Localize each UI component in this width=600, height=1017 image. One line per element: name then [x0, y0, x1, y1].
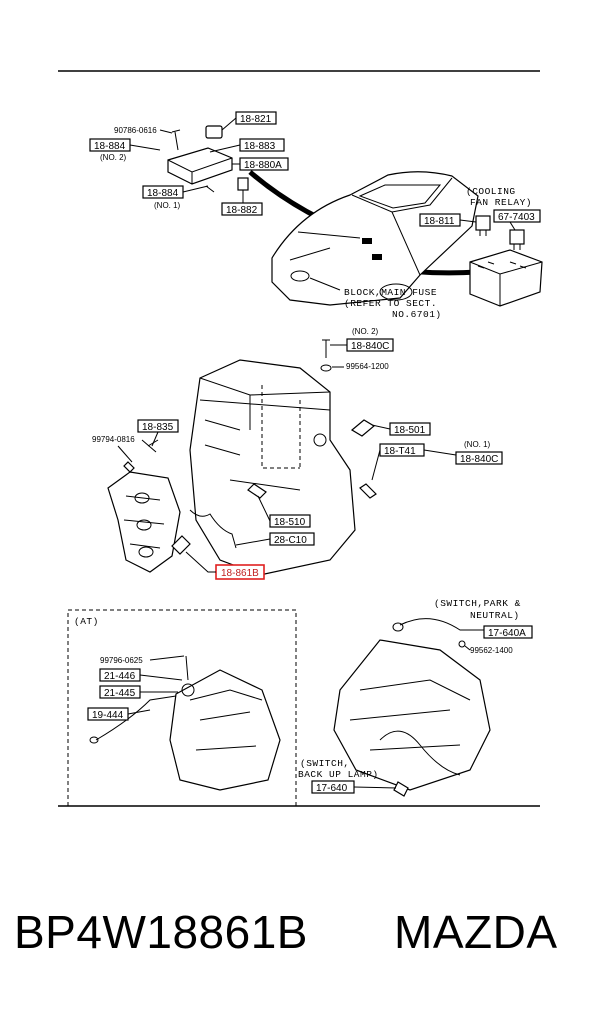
- part-box-18-840C-no1[interactable]: (NO. 1) 18-840C: [371, 440, 503, 481]
- part-box-18-884-no2[interactable]: 18-884 (NO. 2): [89, 138, 161, 162]
- backup-lamp-switch-caption: (SWITCH, BACK UP LAMP): [298, 758, 379, 780]
- label-90786-0616: 90786-0616: [114, 126, 173, 135]
- svg-text:(NO. 1): (NO. 1): [464, 440, 491, 449]
- svg-text:(COOLING: (COOLING: [466, 186, 516, 197]
- part-box-18-501[interactable]: 18-501: [371, 422, 431, 436]
- svg-text:99564-1200: 99564-1200: [346, 362, 389, 371]
- svg-text:(NO. 1): (NO. 1): [154, 201, 181, 210]
- automatic-transaxle-illustration: [89, 655, 281, 791]
- svg-text:18-821: 18-821: [240, 114, 272, 125]
- svg-text:18-510: 18-510: [274, 517, 306, 528]
- relay-parts: [475, 215, 525, 250]
- at-caption: (AT): [74, 616, 99, 627]
- svg-text:17-640A: 17-640A: [488, 628, 526, 639]
- svg-text:18-882: 18-882: [226, 205, 258, 216]
- part-box-19-444[interactable]: 19-444: [87, 707, 151, 721]
- manual-transaxle-illustration: [333, 618, 491, 797]
- part-box-18-884-no1[interactable]: 18-884 (NO. 1): [142, 185, 209, 210]
- svg-text:21-446: 21-446: [104, 671, 136, 682]
- svg-text:90786-0616: 90786-0616: [114, 126, 157, 135]
- svg-text:99562-1400: 99562-1400: [470, 646, 513, 655]
- part-box-18-835[interactable]: 18-835: [137, 419, 179, 447]
- label-99562-1400: 99562-1400: [464, 645, 513, 655]
- part-box-28-C10[interactable]: 28-C10: [235, 532, 315, 546]
- part-box-18-T41[interactable]: 18-T41: [379, 443, 457, 457]
- svg-text:18-811: 18-811: [424, 216, 455, 227]
- svg-text:19-444: 19-444: [92, 710, 124, 721]
- svg-text:18-884: 18-884: [147, 188, 179, 199]
- svg-text:17-640: 17-640: [316, 783, 348, 794]
- label-99564-1200: 99564-1200: [332, 362, 389, 371]
- part-box-18-882[interactable]: 18-882: [221, 190, 263, 216]
- svg-text:99794-0816: 99794-0816: [92, 435, 135, 444]
- svg-text:(NO. 2): (NO. 2): [100, 153, 127, 162]
- cooling-fan-relay-caption: (COOLING FAN RELAY): [466, 186, 532, 208]
- svg-text:18-T41: 18-T41: [384, 446, 416, 457]
- part-box-17-640A[interactable]: 17-640A: [483, 625, 533, 639]
- label-99794-0816: 99794-0816: [92, 435, 135, 473]
- svg-text:67-7403: 67-7403: [498, 212, 535, 223]
- part-box-18-880A[interactable]: 18-880A: [232, 157, 289, 171]
- footer-brand: MAZDA: [394, 906, 558, 958]
- svg-text:(REFER TO SECT.: (REFER TO SECT.: [344, 298, 437, 309]
- svg-text:BLOCK,MAIN FUSE: BLOCK,MAIN FUSE: [344, 287, 437, 298]
- svg-text:18-840C: 18-840C: [351, 341, 389, 352]
- part-box-18-510[interactable]: 18-510: [257, 495, 311, 528]
- svg-text:18-501: 18-501: [394, 425, 426, 436]
- svg-text:FAN RELAY): FAN RELAY): [470, 197, 532, 208]
- part-box-18-821[interactable]: 18-821: [221, 111, 277, 131]
- part-box-21-445[interactable]: 21-445: [99, 685, 178, 699]
- svg-text:18-861B: 18-861B: [221, 568, 259, 579]
- footer: BP4W18861B MAZDA: [0, 905, 600, 975]
- parts-diagram: 90786-0616 18-821 18-884 (NO. 2) 18-883 …: [58, 70, 543, 807]
- svg-text:18-883: 18-883: [244, 141, 276, 152]
- svg-text:(SWITCH,PARK &: (SWITCH,PARK &: [434, 598, 521, 609]
- svg-text:(SWITCH,: (SWITCH,: [300, 758, 350, 769]
- block-main-fuse-caption: BLOCK,MAIN FUSE (REFER TO SECT. NO.6701): [344, 287, 442, 320]
- footer-part-number: BP4W18861B: [14, 906, 308, 958]
- svg-text:99796-0625: 99796-0625: [100, 656, 143, 665]
- svg-text:NEUTRAL): NEUTRAL): [470, 610, 520, 621]
- svg-text:18-880A: 18-880A: [244, 160, 282, 171]
- svg-text:18-840C: 18-840C: [460, 454, 498, 465]
- part-box-67-7403[interactable]: 67-7403: [493, 209, 541, 231]
- part-box-18-861B-highlighted[interactable]: 18-861B: [185, 551, 265, 580]
- control-module-group: [167, 125, 249, 193]
- label-99796-0625: 99796-0625: [100, 655, 185, 665]
- svg-text:21-445: 21-445: [104, 688, 136, 699]
- engine-illustration: [107, 339, 377, 576]
- svg-text:BACK UP LAMP): BACK UP LAMP): [298, 769, 379, 780]
- car-illustration: [271, 171, 479, 306]
- at-panel-border: [67, 609, 297, 806]
- part-box-18-811[interactable]: 18-811: [419, 213, 477, 227]
- svg-text:18-884: 18-884: [94, 141, 126, 152]
- svg-text:28-C10: 28-C10: [274, 535, 307, 546]
- svg-text:18-835: 18-835: [142, 422, 174, 433]
- part-box-18-883[interactable]: 18-883: [209, 138, 285, 153]
- part-box-18-840C-no2[interactable]: (NO. 2) 18-840C: [330, 327, 394, 352]
- svg-text:(NO. 2): (NO. 2): [352, 327, 379, 336]
- part-box-21-446[interactable]: 21-446: [99, 668, 183, 682]
- part-box-17-640[interactable]: 17-640: [311, 780, 397, 794]
- svg-text:NO.6701): NO.6701): [392, 309, 442, 320]
- fuse-block: [469, 249, 543, 307]
- park-neutral-switch-caption: (SWITCH,PARK & NEUTRAL): [434, 598, 521, 621]
